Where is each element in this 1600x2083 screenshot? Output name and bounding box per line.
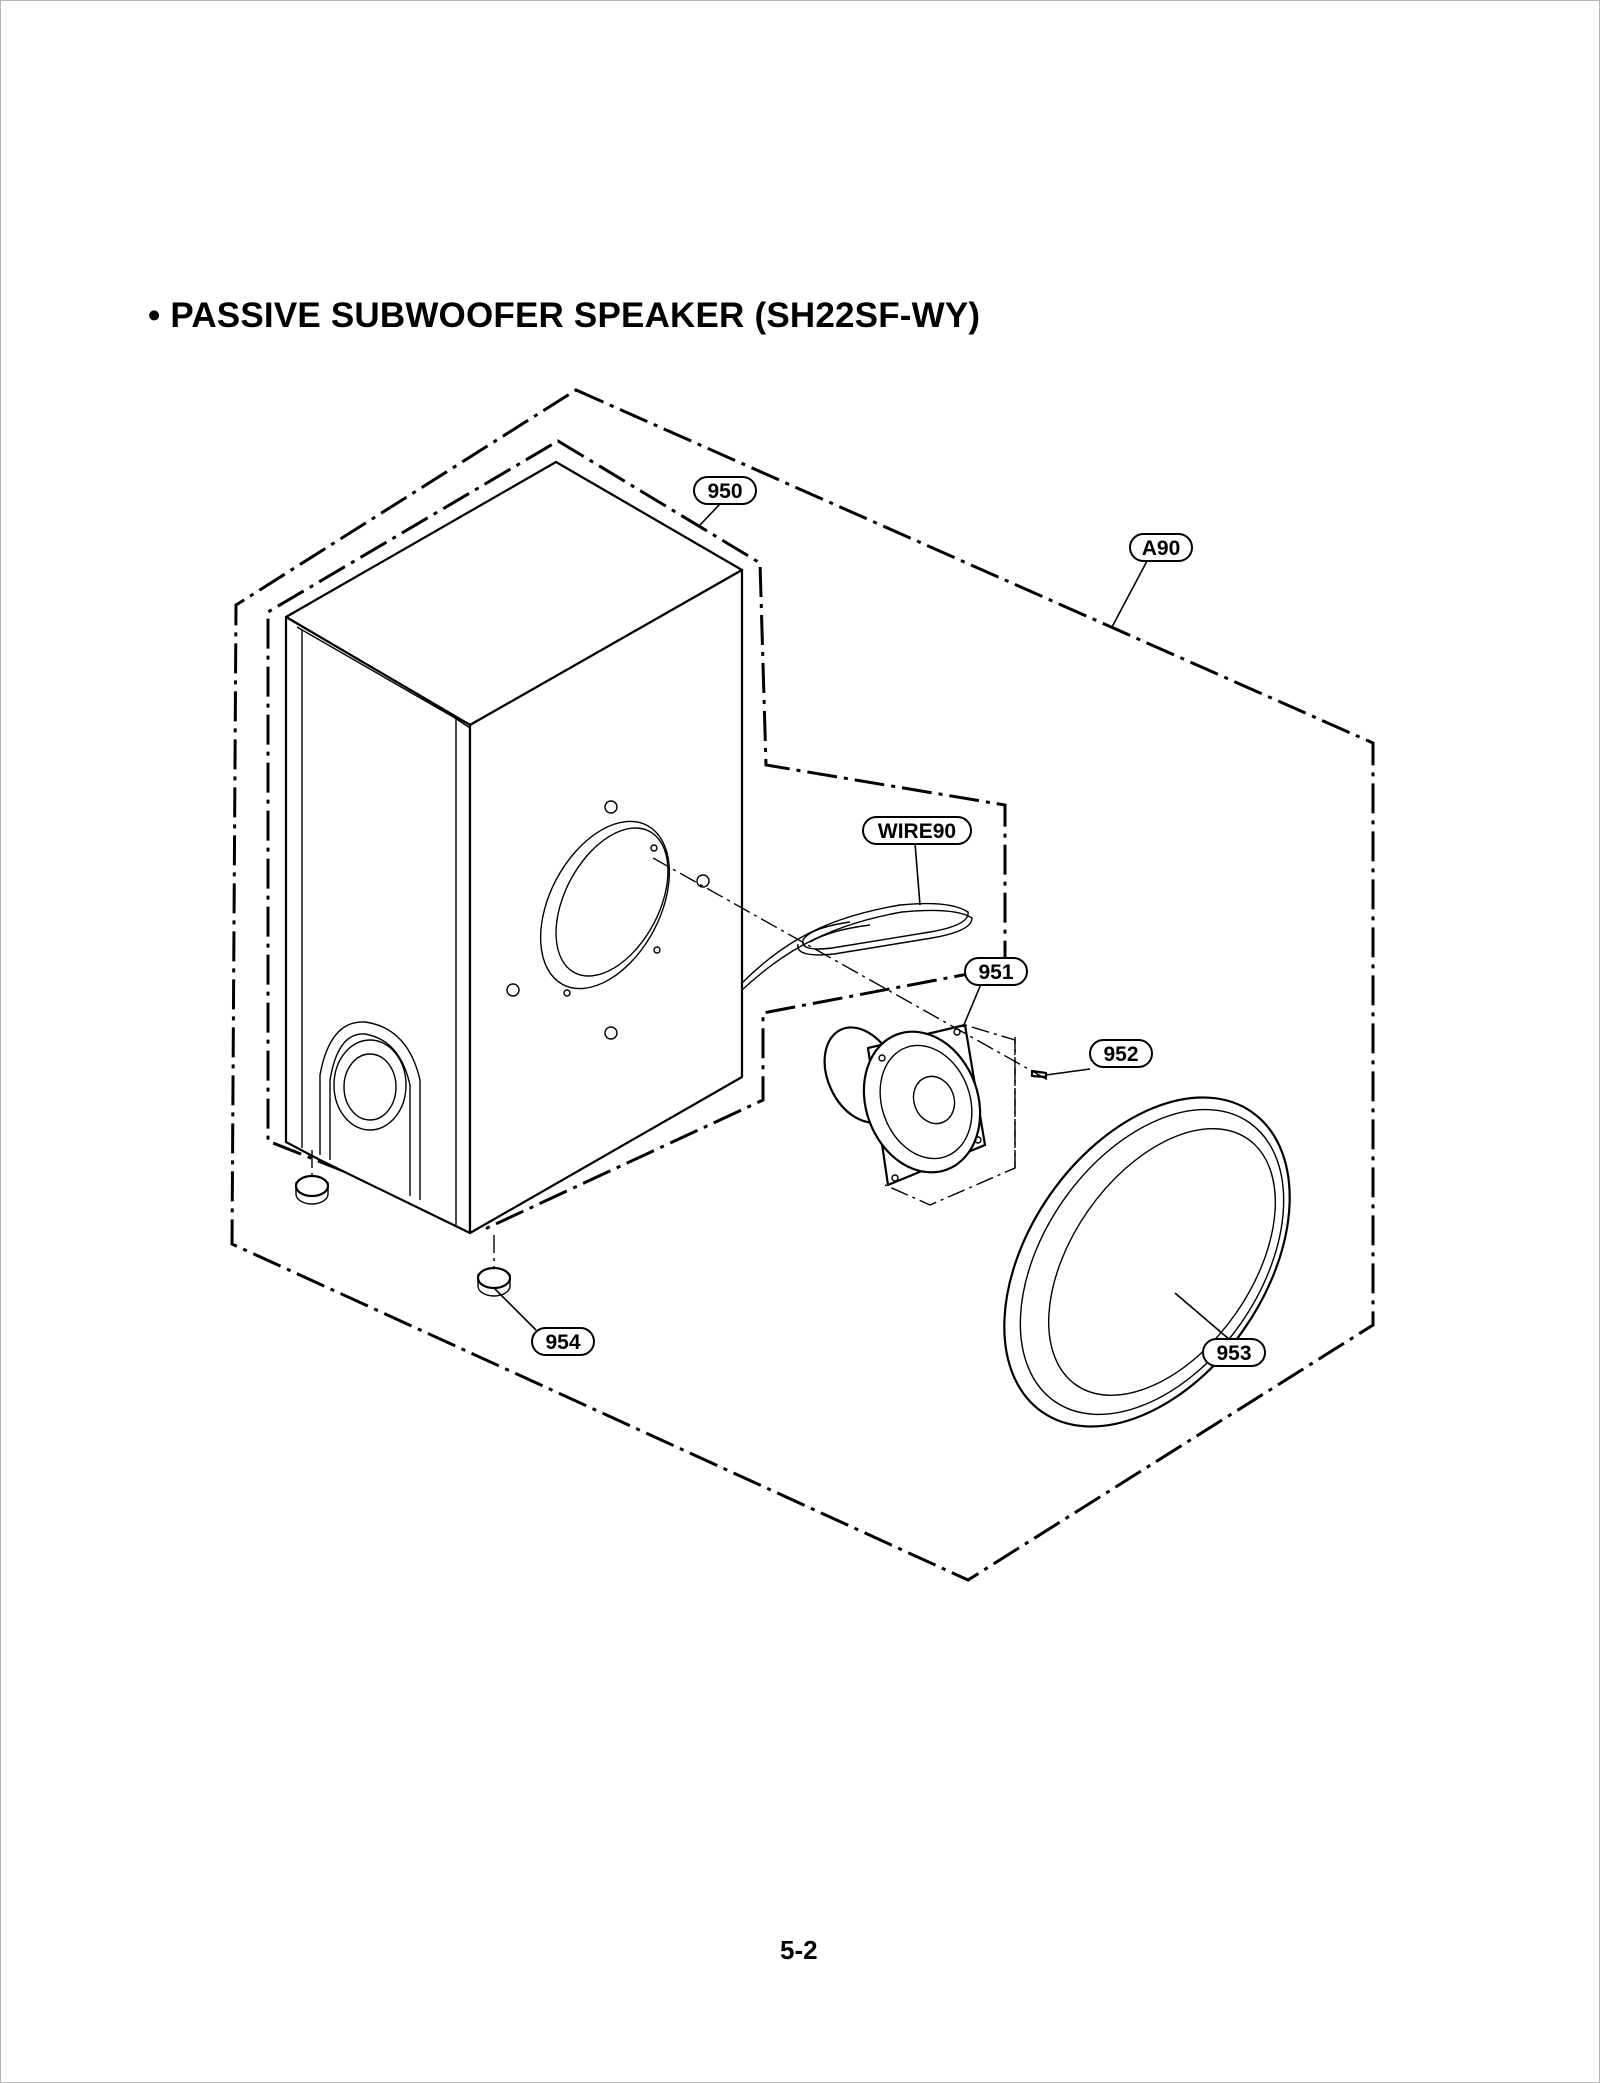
- callout-954: 954: [531, 1327, 595, 1356]
- page-title: • PASSIVE SUBWOOFER SPEAKER (SH22SF-WY): [148, 296, 981, 335]
- callout-wire90: WIRE90: [862, 816, 972, 845]
- assembly-a90-boundary: [230, 388, 1375, 1582]
- callout-952: 952: [1089, 1039, 1153, 1068]
- callout-a90-label: A90: [1142, 537, 1181, 560]
- callout-950: 950: [693, 476, 757, 505]
- callout-a90: A90: [1129, 533, 1193, 562]
- cabinet-950-boundary: [266, 439, 1007, 1230]
- mounting-guide: [652, 857, 1049, 1206]
- callout-wire90-label: WIRE90: [878, 820, 956, 843]
- woofer-driver: [823, 1023, 1091, 1187]
- front-grille: [1003, 1096, 1291, 1428]
- callout-950-label: 950: [707, 480, 742, 503]
- page-number: 5-2: [780, 1935, 818, 1965]
- callout-952-label: 952: [1103, 1043, 1138, 1066]
- foot-954: [294, 1150, 512, 1297]
- wire-harness: [741, 902, 973, 991]
- callout-954-label: 954: [545, 1331, 580, 1354]
- callout-953: 953: [1202, 1338, 1266, 1367]
- callout-951: 951: [964, 957, 1028, 986]
- callout-953-label: 953: [1216, 1342, 1251, 1365]
- cabinet: [284, 460, 744, 1235]
- callout-951-label: 951: [978, 961, 1013, 984]
